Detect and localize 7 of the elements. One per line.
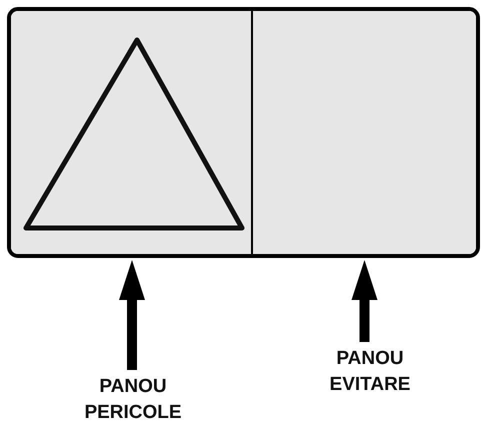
arrow — [119, 260, 145, 370]
sign-panel — [253, 11, 476, 254]
panel-label: PANOU EVITARE — [310, 346, 430, 402]
arrow — [352, 260, 378, 342]
panel-label: PANOU PERICOLE — [68, 374, 198, 430]
sign-frame — [7, 7, 480, 258]
sign-panel — [11, 11, 253, 254]
